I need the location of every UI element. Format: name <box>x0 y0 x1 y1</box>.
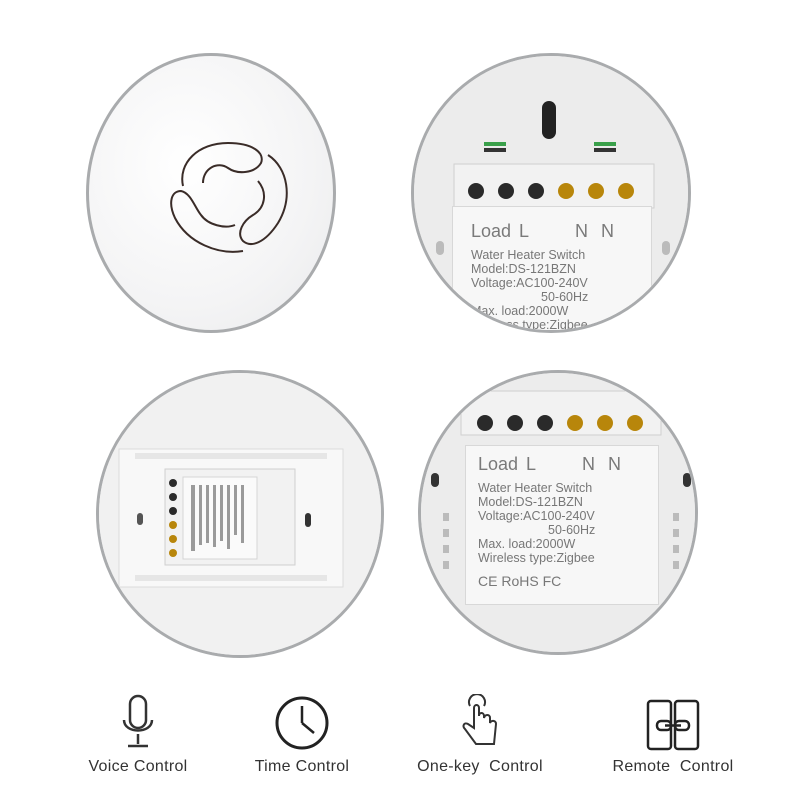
feature-onekey: One-key Control <box>390 690 570 776</box>
label-l-2: L <box>526 454 537 474</box>
remote-link-icon <box>583 690 763 752</box>
spec-label-2: Load L N N Water Heater Switch Model:DS-… <box>465 445 659 605</box>
swirl-logo-icon <box>170 141 288 253</box>
label-l: L <box>519 221 530 241</box>
spec-line-1-2: Water Heater Switch <box>478 481 593 495</box>
spec-line-5-2: Max. load:2000W <box>478 537 576 551</box>
feature-time: Time Control <box>212 690 392 776</box>
label-n2: N <box>601 221 614 241</box>
spec-line-2: Model:DS-121BZN <box>471 262 576 276</box>
clock-icon <box>212 690 392 752</box>
switch-back-graphic <box>99 373 381 655</box>
spec-line-2-2: Model:DS-121BZN <box>478 495 583 509</box>
label-n1: N <box>575 221 588 241</box>
feature-remote-label: Remote Control <box>612 758 734 775</box>
spec-line-3: Voltage:AC100-240V <box>471 276 588 290</box>
finger-tap-icon <box>390 690 570 752</box>
switch-back-closeup-top: Load L N N Water Heater Switch Model:DS-… <box>411 53 691 333</box>
spec-line-3-2: Voltage:AC100-240V <box>478 509 595 523</box>
spec-line-4: 50-60Hz <box>541 290 589 304</box>
spec-label: Load L N N Water Heater Switch Model:DS-… <box>452 206 652 332</box>
spec-line-4-2: 50-60Hz <box>548 523 596 537</box>
feature-voice: Voice Control <box>48 690 228 776</box>
cert-marks: CE RoHS FC <box>478 573 562 589</box>
switch-front-circle <box>86 53 336 333</box>
feature-voice-label: Voice Control <box>88 758 188 775</box>
feature-onekey-label: One-key Control <box>417 758 543 775</box>
label-n1-2: N <box>582 454 595 474</box>
feature-time-label: Time Control <box>254 758 350 775</box>
spec-line-6: Wireless type:Zigbee <box>471 318 588 332</box>
switch-back-closeup-bottom: Load L N N Water Heater Switch Model:DS-… <box>418 370 698 655</box>
label-load-2: Load <box>478 454 519 474</box>
spec-line-1: Water Heater Switch <box>471 248 586 262</box>
microphone-icon <box>48 690 228 752</box>
switch-back-full-circle <box>96 370 384 658</box>
feature-remote: Remote Control <box>583 690 763 776</box>
spec-line-6-2: Wireless type:Zigbee <box>478 551 595 565</box>
label-load: Load <box>471 221 512 241</box>
spec-line-5: Max. load:2000W <box>471 304 569 318</box>
label-n2-2: N <box>608 454 621 474</box>
